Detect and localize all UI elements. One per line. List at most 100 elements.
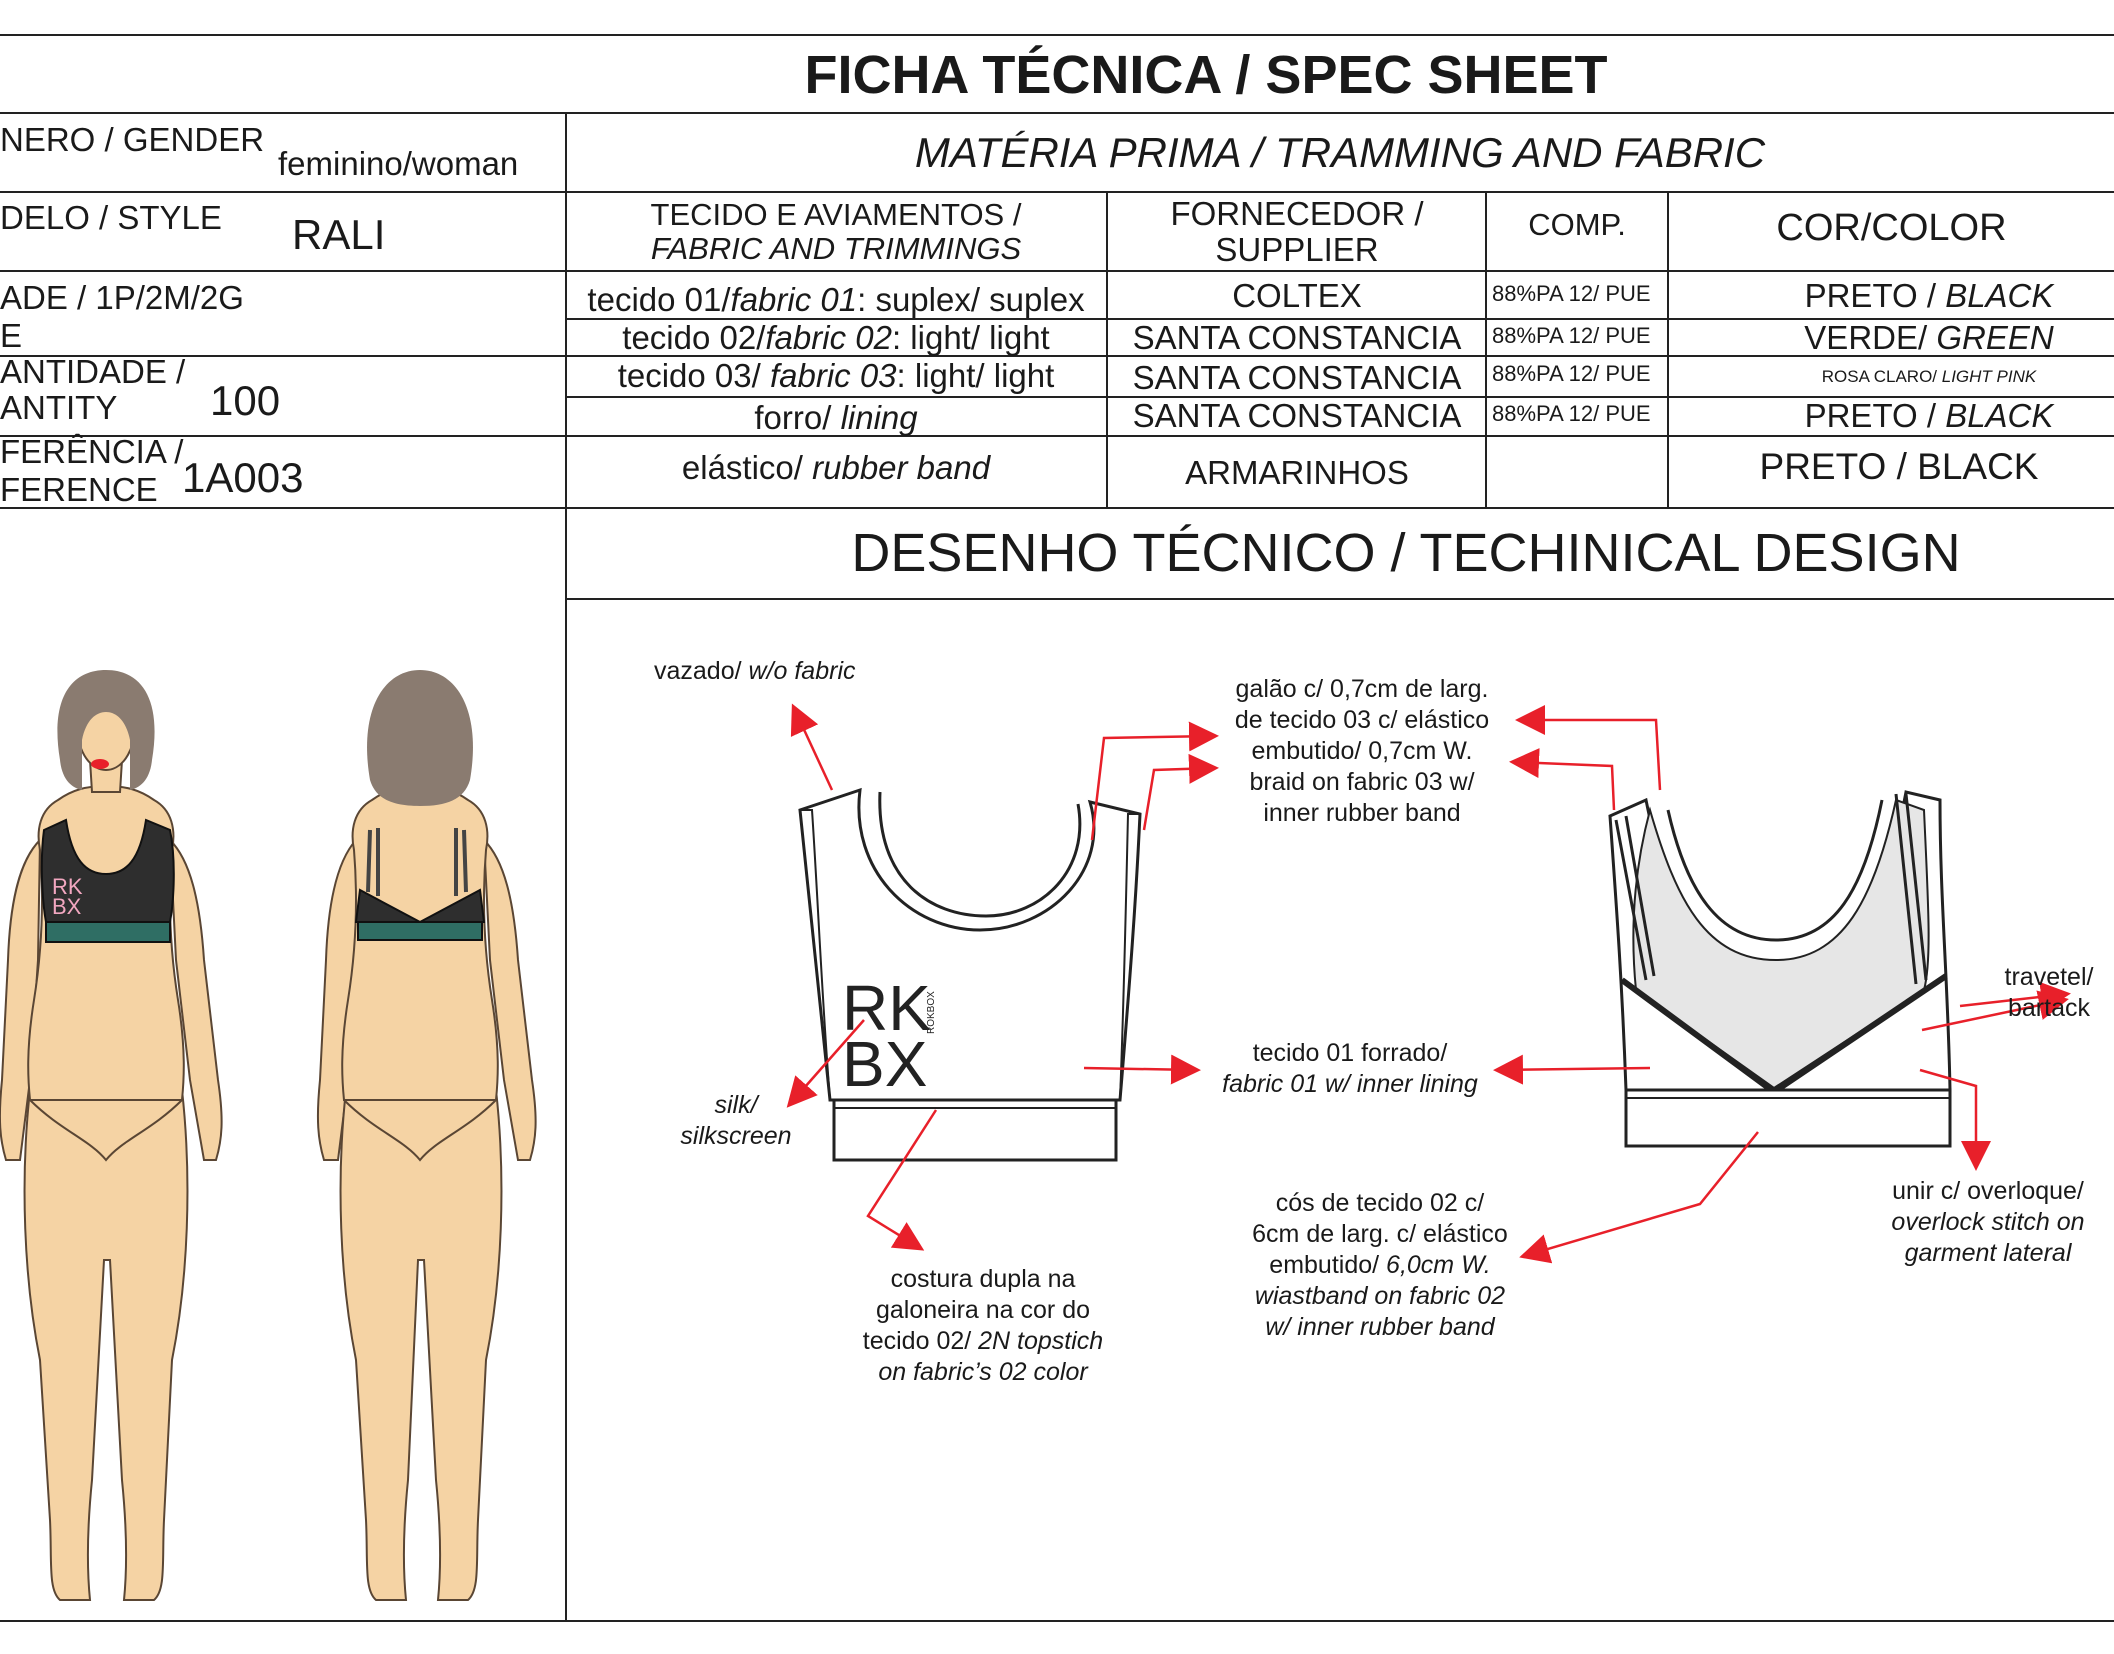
note-unir-2: overlock stitch on xyxy=(1891,1208,2085,1236)
note-galao-3: embutido/ 0,7cm W. xyxy=(1251,737,1473,765)
back-straps xyxy=(366,828,468,896)
note-costura-3: tecido 02/ 2N topstich xyxy=(838,1326,1128,1357)
note-costura-1: costura dupla na xyxy=(890,1265,1076,1293)
flat-back-waistband xyxy=(1624,1088,1952,1148)
table-row-supplier: SANTA CONSTANCIA xyxy=(1132,397,1462,434)
back-crop-top xyxy=(354,888,486,924)
rule-design-head xyxy=(566,598,2114,600)
col-fabric-line-1: TECIDO E AVIAMENTOS / xyxy=(650,197,1022,232)
table-row-color: PRETO / BLACK xyxy=(1669,277,2114,314)
color-text-italic: GREEN xyxy=(1936,319,2054,356)
note-unir-3: garment lateral xyxy=(1904,1239,2072,1267)
rule-row-4 xyxy=(0,435,2114,437)
fabric-text-italic: lining xyxy=(840,399,918,436)
rule-row-5 xyxy=(0,507,2114,509)
fabric-text-italic: fabric 01 xyxy=(730,281,858,318)
note-travetel-1: travetel/ xyxy=(2004,963,2094,991)
style-value: RALI xyxy=(292,211,386,258)
arrow-cos xyxy=(1519,1131,1759,1264)
color-text: ROSA CLARO/ xyxy=(1821,367,1942,386)
flat-front-logo-rk: RK xyxy=(842,972,931,1044)
rule-row-1 xyxy=(0,191,2114,193)
front-pants-line xyxy=(29,1099,183,1162)
note-silk-1: silk/ xyxy=(714,1091,758,1119)
front-legs xyxy=(23,1089,189,1601)
quantity-label-2: ANTITY xyxy=(0,389,118,426)
table-row-fabric: tecido 01/fabric 01: suplex/ suplex xyxy=(566,281,1106,318)
col-supplier: FORNECEDOR / SUPPLIER xyxy=(1108,195,1486,269)
size-label-2: E xyxy=(0,317,23,354)
fabric-text-end: : suplex/ suplex xyxy=(857,281,1085,318)
fabric-text-end: : light/ light xyxy=(896,357,1055,394)
flat-back-top xyxy=(1608,790,1952,1148)
table-row-supplier: SANTA CONSTANCIA xyxy=(1132,359,1462,396)
fabric-text: forro/ xyxy=(754,399,841,436)
flat-front-logo-bx: BX xyxy=(842,1028,927,1100)
back-waistband xyxy=(357,921,483,941)
arrow-galao-1 xyxy=(1090,721,1219,841)
flat-front-logo-small: ROKBOX xyxy=(926,991,937,1034)
table-row-comp: 88%PA 12/ PUE xyxy=(1492,401,1651,426)
table-row-supplier: SANTA CONSTANCIA xyxy=(1132,319,1462,356)
rule-col-comp xyxy=(1485,191,1487,508)
color-text: PRETO / xyxy=(1804,277,1946,314)
note-cos-2: 6cm de larg. c/ elástico xyxy=(1252,1220,1508,1248)
mannequin-front: RK BX xyxy=(0,670,223,1601)
rule-col-color xyxy=(1667,191,1669,508)
arrow-vazado xyxy=(790,703,834,791)
rule-row-3 xyxy=(0,355,2114,357)
note-unir: unir c/ overloque/ overlock stitch on ga… xyxy=(1868,1176,2108,1269)
front-waistband xyxy=(45,921,171,943)
note-silk-2: silkscreen xyxy=(680,1122,792,1150)
flat-back-strap-left xyxy=(1614,815,1656,981)
fabric-text-italic: rubber band xyxy=(812,449,991,486)
col-fabric: TECIDO E AVIAMENTOS / FABRIC AND TRIMMIN… xyxy=(566,197,1106,266)
color-text-italic: BLACK xyxy=(1945,277,2054,314)
color-text: VERDE/ xyxy=(1804,319,1937,356)
note-galao: galão c/ 0,7cm de larg. de tecido 03 c/ … xyxy=(1206,674,1518,829)
flat-front-neckline xyxy=(878,791,1082,918)
arrow-galao-2 xyxy=(1142,753,1219,831)
note-vazado-a: vazado/ xyxy=(654,657,749,685)
flat-back-neck-curve xyxy=(1666,799,1884,942)
back-pants-line xyxy=(343,1099,497,1162)
front-lips xyxy=(91,759,109,769)
quantity-value: 100 xyxy=(210,377,281,424)
color-text-italic: BLACK xyxy=(1945,397,2054,434)
note-travetel-2: bartack xyxy=(2008,994,2090,1022)
back-legs xyxy=(339,1089,503,1601)
arrow-forrado-left xyxy=(1083,1054,1201,1085)
materials-heading: MATÉRIA PRIMA / TRAMMING AND FABRIC xyxy=(914,129,1766,176)
note-galao-2: de tecido 03 c/ elástico xyxy=(1234,706,1490,734)
table-row-comp: 88%PA 12/ PUE xyxy=(1492,361,1651,386)
table-row-color: ROSA CLARO/ LIGHT PINK xyxy=(1669,367,2114,387)
table-row-comp: 88%PA 12/ PUE xyxy=(1492,281,1651,306)
style-label: DELO / STYLE xyxy=(0,199,222,236)
note-costura-2: galoneira na cor do xyxy=(875,1296,1091,1324)
reference-label: FERÊNCIA / xyxy=(0,433,184,470)
note-cos-1: cós de tecido 02 c/ xyxy=(1275,1189,1485,1217)
note-forrado-2: fabric 01 w/ inner lining xyxy=(1222,1070,1478,1098)
note-silk: silk/ silkscreen xyxy=(666,1090,806,1152)
color-text: PRETO / xyxy=(1804,397,1946,434)
col-comp: COMP. xyxy=(1528,207,1626,242)
flat-front-top: RK BX ROKBOX xyxy=(798,787,1142,1162)
rule-row-4a xyxy=(566,396,2114,398)
back-right-arm xyxy=(482,837,537,1161)
col-color: COR/COLOR xyxy=(1776,207,2007,249)
page-title: FICHA TÉCNICA / SPEC SHEET xyxy=(804,45,1608,105)
table-row-comp: 88%PA 12/ PUE xyxy=(1492,323,1651,348)
quantity-label: ANTIDADE / xyxy=(0,353,186,390)
size-label: ADE / 1P/2M/2G xyxy=(0,279,244,316)
note-vazado: vazado/ w/o fabric xyxy=(654,656,856,687)
rule-title-bottom xyxy=(0,112,2114,114)
note-galao-1: galão c/ 0,7cm de larg. xyxy=(1235,675,1489,703)
front-logo-bx: BX xyxy=(52,894,82,919)
fabric-text-italic: fabric 02 xyxy=(765,319,892,356)
note-costura-3a: tecido 02/ xyxy=(862,1327,979,1355)
note-cos: cós de tecido 02 c/ 6cm de larg. c/ elás… xyxy=(1230,1188,1530,1343)
note-galao-5: inner rubber band xyxy=(1263,799,1461,827)
table-row-supplier: ARMARINHOS xyxy=(1185,454,1409,491)
reference-value: 1A003 xyxy=(182,454,304,501)
